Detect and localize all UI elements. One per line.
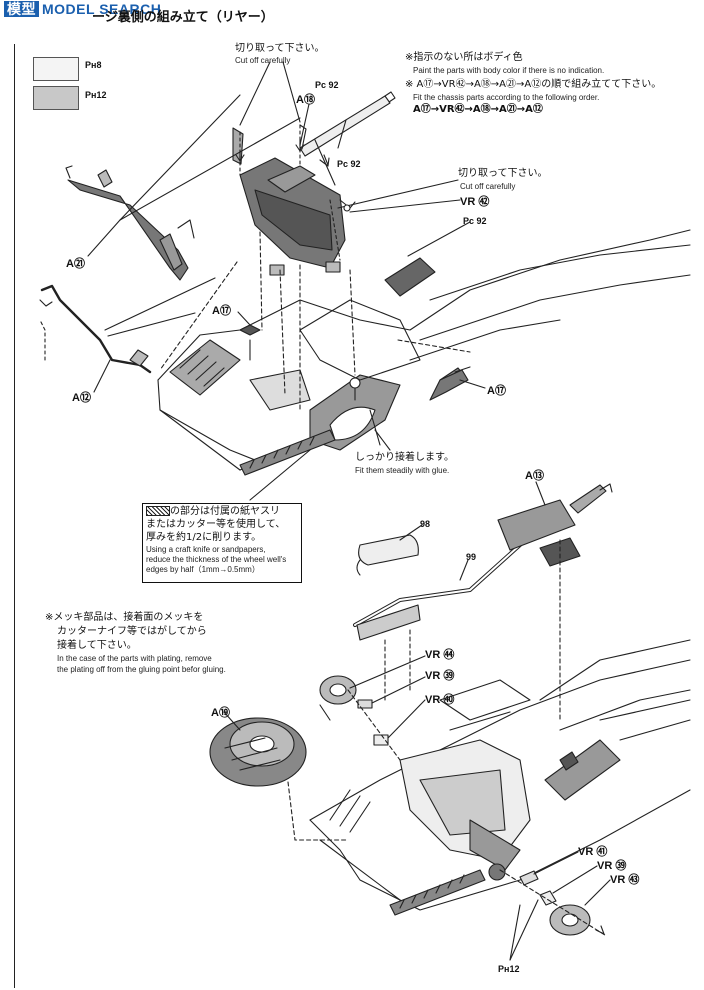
- note-plating-jp-2: カッターナイフ等ではがしてから: [57, 626, 207, 637]
- note-plating-en-2: the plating off from the gluing point be…: [57, 665, 226, 674]
- note-order-jp: ※ A⑰→VR㊷→A⑱→A㉑→A⑫の順で組み立てて下さい。: [405, 79, 662, 90]
- leader-sanding: [249, 449, 311, 501]
- upper-subframe-parts: [232, 61, 471, 276]
- label-a18: A⑱: [296, 94, 315, 106]
- note-glue-en: Fit them steadily with glue.: [355, 466, 450, 475]
- upper-floor-panel: [157, 229, 691, 476]
- label-part-99: 99: [466, 552, 477, 562]
- disc-group-upper: [319, 655, 426, 761]
- note-order-en: Fit the chassis parts according to the f…: [413, 93, 600, 102]
- note-glue-jp: しっかり接着します。: [355, 452, 454, 463]
- note-sand-en-3: edges by half（1mm→0.5mm）: [146, 565, 260, 574]
- note-body-color-en: Paint the parts with body color if there…: [413, 66, 605, 75]
- swatch-ph12-label: Pн12: [85, 90, 107, 100]
- watermark-badge: 模型: [4, 1, 39, 17]
- hatch-swatch: [146, 506, 170, 516]
- note-plating-en-1: In the case of the parts with plating, r…: [57, 654, 212, 663]
- stabilizer-bar-a12: [39, 277, 216, 393]
- swatch-ph8: [33, 57, 79, 81]
- stabilizer-a21: [65, 94, 301, 281]
- label-a12: A⑫: [72, 392, 91, 404]
- label-vr39-b: VR ㊴: [597, 860, 627, 872]
- swatch-ph8-label: Pн8: [85, 60, 102, 70]
- exhaust-system: [353, 481, 613, 721]
- label-a17-right: A⑰: [487, 385, 506, 397]
- label-vr42: VR ㊷: [460, 196, 490, 208]
- swatch-ph12: [33, 86, 79, 110]
- note-cut-en-1: Cut off carefully: [235, 56, 291, 65]
- label-vr44: VR ㊹: [425, 649, 455, 661]
- note-sand-jp-1: の部分は付属の紙ヤスリ: [146, 506, 280, 518]
- note-cut-jp-2: 切り取って下さい。: [458, 168, 548, 179]
- spare-tyre-a19: [209, 711, 347, 841]
- label-ph12-bottom: Pн12: [498, 964, 520, 974]
- note-order-seq: A⑰→VR㊷→A⑱→A㉑→A⑫: [413, 104, 543, 115]
- label-vr41: VR ㊶: [578, 846, 608, 858]
- watermark-text: MODEL SEARCH: [42, 1, 162, 17]
- label-vr43: VR ㊸: [610, 874, 640, 886]
- note-plating-jp-3: 接着して下さい。: [57, 640, 137, 651]
- note-cut-jp-1: 切り取って下さい。: [235, 43, 325, 54]
- note-sand-jp-1-text: の部分は付属の紙ヤスリ: [170, 506, 280, 517]
- note-sand-en-1: Using a craft knife or sandpapers,: [146, 545, 266, 554]
- label-pc92-b: Pc 92: [337, 159, 361, 169]
- page-title: ージ裏側の組み立て（リヤー）: [92, 10, 274, 25]
- label-a17-left: A⑰: [212, 305, 231, 317]
- label-a21: A㉑: [66, 258, 85, 270]
- label-a13: A⑬: [525, 470, 544, 482]
- lower-chassis-panel: [309, 639, 691, 916]
- disc-group-lower: [499, 851, 611, 961]
- sanding-note-box: [142, 503, 302, 583]
- note-cut-en-2: Cut off carefully: [460, 182, 516, 191]
- label-part-98: 98: [420, 519, 431, 529]
- note-plating-jp-1: ※メッキ部品は、接着面のメッキを: [45, 612, 204, 623]
- note-sand-jp-3: 厚みを約1/2に削ります。: [146, 532, 262, 543]
- label-pc92-a: Pc 92: [315, 80, 339, 90]
- note-sand-en-2: reduce the thickness of the wheel well's: [146, 555, 287, 564]
- label-a19: A⑲: [211, 707, 230, 719]
- note-body-color-jp: ※指示のない所はボディ色: [405, 52, 523, 63]
- label-pc92-c: Pc 92: [463, 216, 487, 226]
- label-vr39-a: VR ㊴: [425, 670, 455, 682]
- page-frame: [14, 44, 695, 988]
- note-sand-jp-2: またはカッター等を使用して、: [146, 519, 286, 530]
